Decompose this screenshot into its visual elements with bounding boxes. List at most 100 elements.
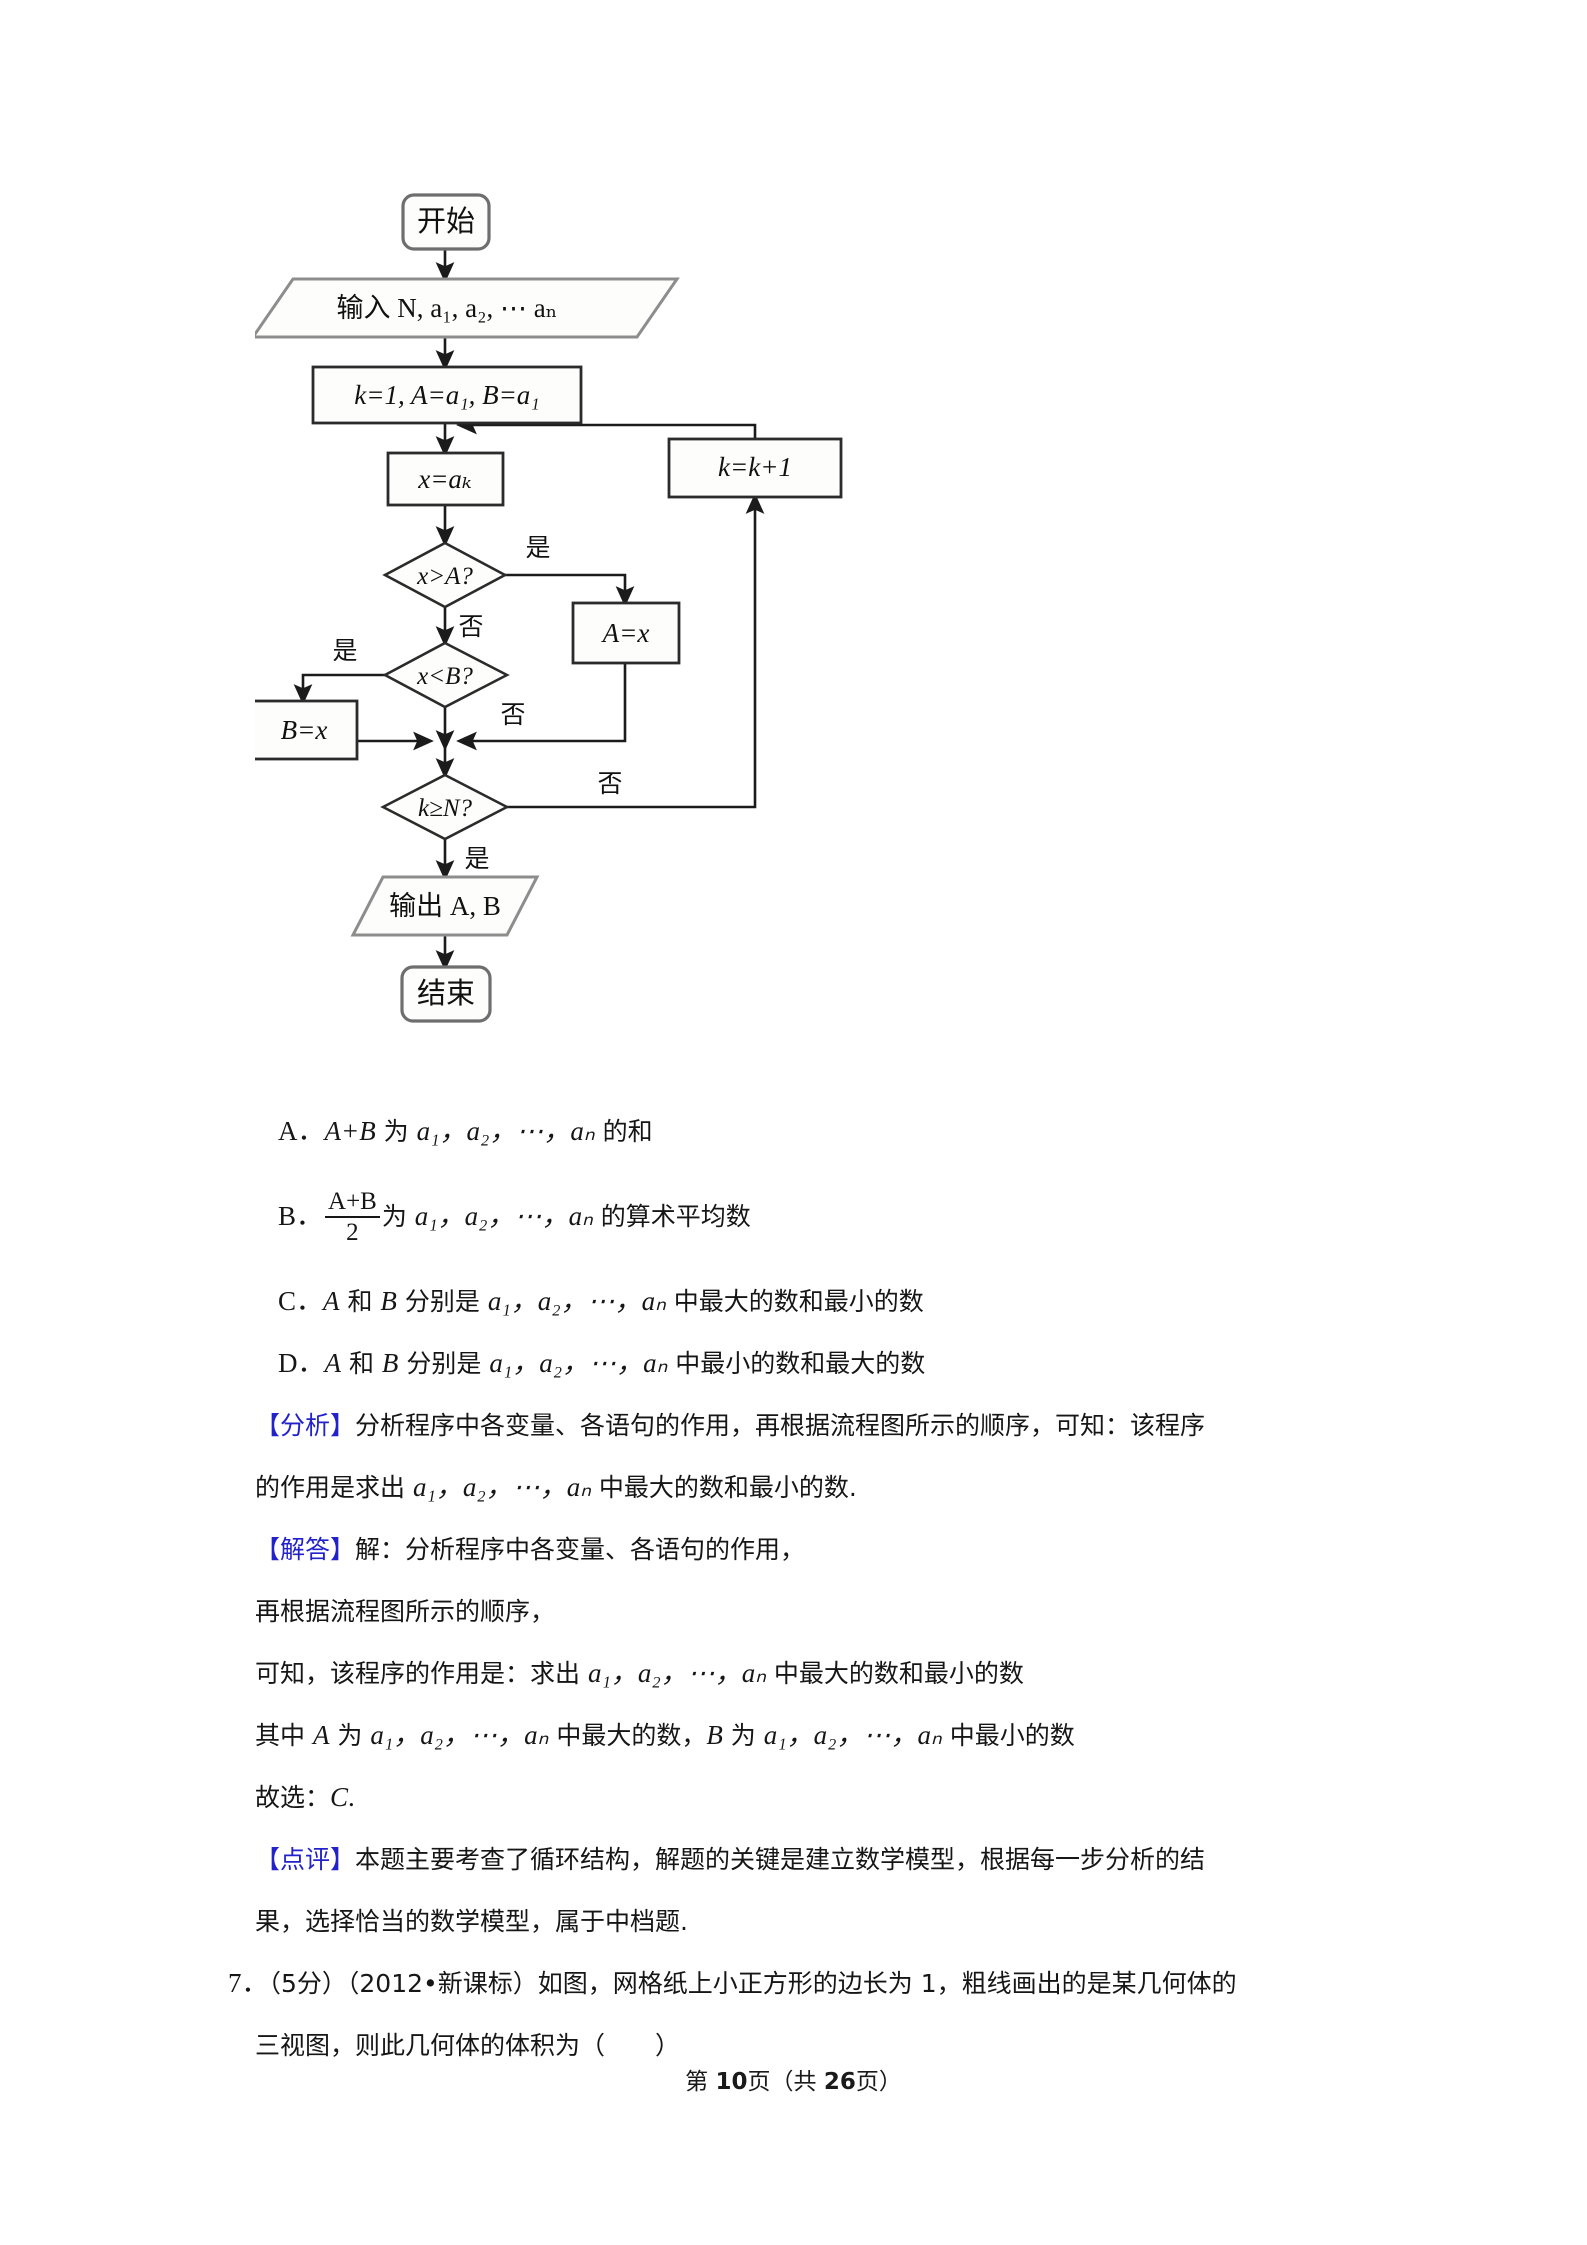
solution-text-5a: 故选： <box>255 1783 331 1812</box>
footer-prefix: 第 <box>685 2069 716 2095</box>
option-c-t3: 中最大的数和最小的数 <box>665 1287 924 1316</box>
flow-node-set-b: B=x <box>255 699 359 761</box>
solution-text-4c: 中最大的数， <box>548 1721 707 1750</box>
solution-text-3b: 中最大的数和最小的数 <box>765 1659 1024 1688</box>
option-a: A．A+B 为 a₁，a₂，⋯，aₙ 的和 <box>0 1100 1587 1162</box>
footer-page-number: 10 <box>715 2069 748 2095</box>
edge-label-yes-loop: 是 <box>464 844 489 873</box>
option-d-t1: 和 <box>341 1349 382 1378</box>
flow-node-output: 输出 A, B <box>350 875 540 937</box>
solution-text-4e: 中最小的数 <box>941 1721 1075 1750</box>
question-7-text-2: 三视图，则此几何体的体积为（ ） <box>255 2031 681 2060</box>
flow-node-input: 输入 N, a₁, a₂, ⋯ aₙ <box>255 277 680 339</box>
option-d-t3: 中最小的数和最大的数 <box>667 1349 926 1378</box>
page-footer: 第 10页（共 26页） <box>0 2062 1587 2096</box>
analysis-line-2: 的作用是求出 a₁，a₂，⋯，aₙ 中最大的数和最小的数. <box>0 1456 1587 1518</box>
flow-node-increment: k=k+1 <box>667 437 843 499</box>
flow-node-start: 开始 <box>401 193 491 251</box>
solution-seq-3: a₁，a₂，⋯，aₙ <box>587 1658 766 1688</box>
solution-line-2: 再根据流程图所示的顺序， <box>0 1580 1587 1642</box>
analysis-line-1: 【分析】分析程序中各变量、各语句的作用，再根据流程图所示的顺序，可知：该程序 <box>0 1394 1587 1456</box>
option-c-t1: 和 <box>339 1287 381 1316</box>
solution-var-a: A <box>312 1720 330 1750</box>
option-a-t1: 为 <box>375 1117 417 1146</box>
edge-label-yes-min: 是 <box>332 636 357 665</box>
solution-text-4d: 为 <box>722 1721 764 1750</box>
comment-tag: 【点评】 <box>255 1845 356 1874</box>
option-b-letter: B． <box>278 1201 324 1231</box>
flow-node-decision-min: x<B? <box>382 641 510 709</box>
solution-text-2: 再根据流程图所示的顺序， <box>255 1597 556 1626</box>
edge-label-no-max: 否 <box>458 612 483 641</box>
flow-node-end-label: 结束 <box>417 976 475 1010</box>
flow-node-end: 结束 <box>400 965 492 1023</box>
option-b-t2: 的算术平均数 <box>592 1202 751 1231</box>
option-a-expr: A+B <box>324 1116 376 1146</box>
question-7-text-1: 如图，网格纸上小正方形的边长为 1，粗线画出的是某几何体的 <box>537 1969 1237 1998</box>
option-d-letter: D． <box>278 1348 325 1378</box>
edge-decisionmin-yes <box>293 673 385 705</box>
solution-var-b: B <box>706 1720 723 1750</box>
flow-node-input-label: 输入 N, a₁, a₂, ⋯ aₙ <box>337 293 558 323</box>
solution-text-1: 解：分析程序中各变量、各语句的作用， <box>355 1535 806 1564</box>
flow-node-decision-max: x>A? <box>382 541 508 609</box>
option-d-v2: B <box>381 1348 399 1378</box>
analysis-tag: 【分析】 <box>255 1411 356 1440</box>
solution-seq-4b: a₁，a₂，⋯，aₙ <box>763 1720 942 1750</box>
question-7-line-2: 三视图，则此几何体的体积为（ ） <box>0 2014 1587 2076</box>
flow-node-init: k=1, A=a₁, B=a₁ <box>311 365 583 425</box>
flow-node-decision-loop: k≥N? <box>380 773 510 841</box>
option-b-seq: a₁，a₂，⋯，aₙ <box>414 1201 593 1231</box>
solution-line-1: 【解答】解：分析程序中各变量、各语句的作用， <box>0 1518 1587 1580</box>
option-d-seq: a₁，a₂，⋯，aₙ <box>489 1348 668 1378</box>
footer-total-pages: 26 <box>823 2069 856 2095</box>
option-a-t2: 的和 <box>594 1117 653 1146</box>
flow-node-start-label: 开始 <box>417 204 475 238</box>
flow-node-set-b-label: B=x <box>281 715 328 745</box>
flow-node-assign-x-label: x=aₖ <box>417 464 472 494</box>
edge-decisionloop-no <box>507 493 765 809</box>
edge-setA-merge <box>456 663 627 751</box>
flow-node-init-label: k=1, A=a₁, B=a₁ <box>354 380 539 410</box>
edge-decisionmax-yes <box>505 573 635 607</box>
analysis-text-1: 分析程序中各变量、各语句的作用，再根据流程图所示的顺序，可知：该程序 <box>355 1411 1206 1440</box>
option-c-v2: B <box>380 1286 397 1316</box>
solution-seq-4a: a₁，a₂，⋯，aₙ <box>370 1720 549 1750</box>
comment-line-2: 果，选择恰当的数学模型，属于中档题. <box>0 1890 1587 1952</box>
solution-line-5: 故选：C. <box>0 1766 1587 1828</box>
option-d-t2: 分别是 <box>398 1349 490 1378</box>
flow-node-decision-max-label: x>A? <box>416 563 473 590</box>
flow-node-decision-min-label: x<B? <box>416 663 473 690</box>
option-b-t1: 为 <box>381 1202 415 1231</box>
flow-node-set-a-label: A=x <box>601 618 650 648</box>
solution-text-4a: 其中 <box>255 1721 313 1750</box>
option-d-v1: A <box>324 1348 342 1378</box>
solution-text-4b: 为 <box>329 1721 371 1750</box>
solution-answer: C <box>330 1782 349 1812</box>
question-7-number: 7． <box>228 1968 269 1998</box>
analysis-text-2b: 中最大的数和最小的数. <box>590 1473 857 1502</box>
comment-line-1: 【点评】本题主要考查了循环结构，解题的关键是建立数学模型，根据每一步分析的结 <box>0 1828 1587 1890</box>
solution-text-5b: . <box>348 1782 355 1812</box>
flowchart-figure: 开始 输入 N, a₁, a₂, ⋯ aₙ k=1, A=a₁, B=a₁ x=… <box>255 175 1075 1105</box>
option-a-letter: A． <box>278 1116 325 1146</box>
option-b-denominator: 2 <box>346 1218 359 1246</box>
solution-tag: 【解答】 <box>255 1535 356 1564</box>
edge-label-no-min: 否 <box>500 700 525 729</box>
flow-node-increment-label: k=k+1 <box>718 452 792 482</box>
comment-text-1: 本题主要考查了循环结构，解题的关键是建立数学模型，根据每一步分析的结 <box>355 1845 1206 1874</box>
edge-label-yes-max: 是 <box>525 533 550 562</box>
flowchart-svg: 开始 输入 N, a₁, a₂, ⋯ aₙ k=1, A=a₁, B=a₁ x=… <box>255 193 843 1023</box>
edge-label-no-loop: 否 <box>597 769 622 798</box>
solution-line-4: 其中 A 为 a₁，a₂，⋯，aₙ 中最大的数，B 为 a₁，a₂，⋯，aₙ 中… <box>0 1704 1587 1766</box>
option-b-numerator: A+B <box>325 1189 380 1218</box>
option-a-seq: a₁，a₂，⋯，aₙ <box>416 1116 595 1146</box>
question-7-line-1: 7．（5分）（2012•新课标）如图，网格纸上小正方形的边长为 1，粗线画出的是… <box>0 1952 1587 2014</box>
analysis-seq: a₁，a₂，⋯，aₙ <box>412 1472 591 1502</box>
analysis-text-2a: 的作用是求出 <box>255 1473 413 1502</box>
flow-node-output-label: 输出 A, B <box>389 891 501 921</box>
question-7-score: （5分） <box>268 1969 347 1998</box>
